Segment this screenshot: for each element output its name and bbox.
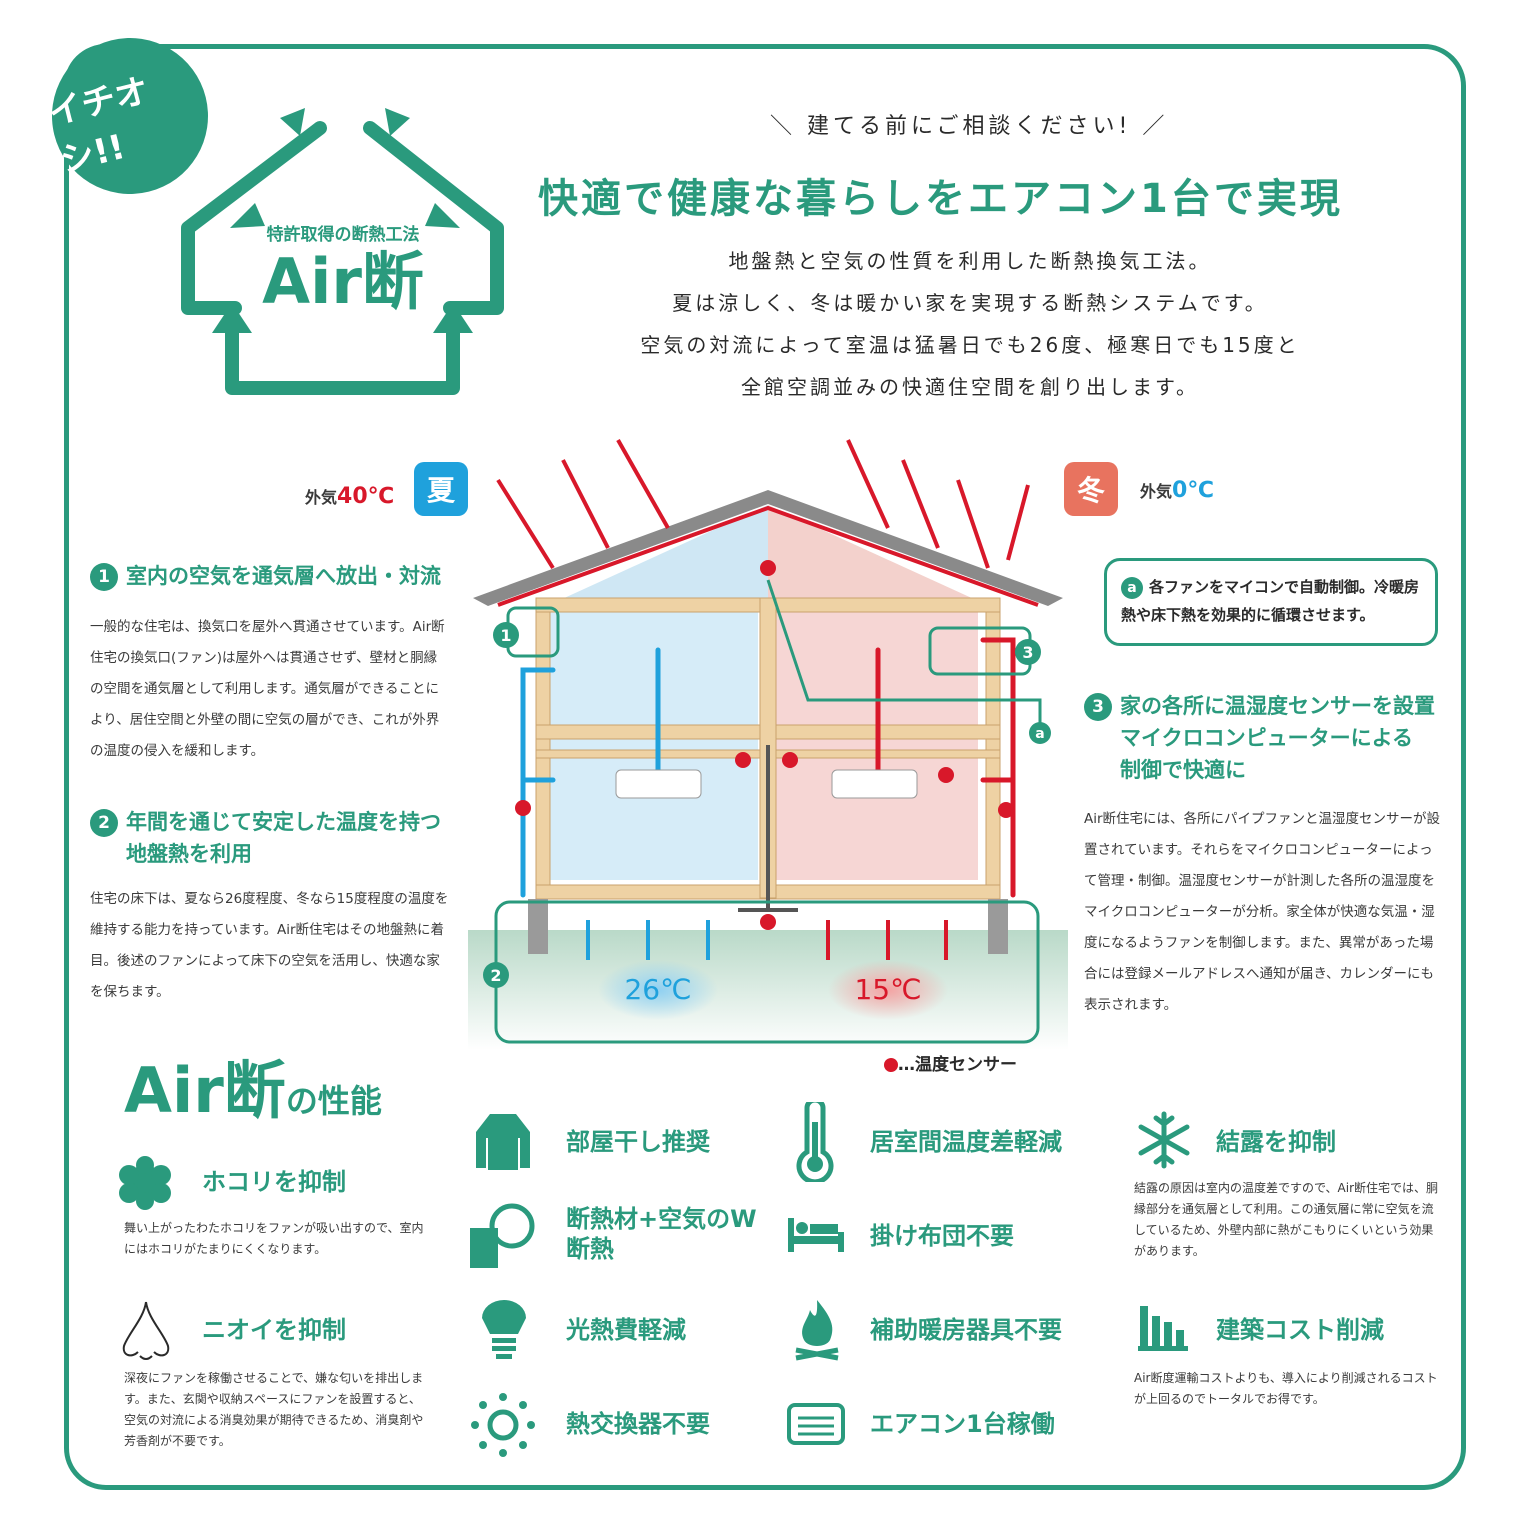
section-3-body: Air断住宅には、各所にパイプファンと温湿度センサーが設置されています。それらを… bbox=[1084, 811, 1441, 1013]
section-1-body: 一般的な住宅は、換気口を屋外へ貫通させています。Air断住宅の換気口(ファン)は… bbox=[90, 619, 445, 759]
bar-chart-icon bbox=[1138, 1306, 1188, 1351]
room-temp-summer: 26℃ bbox=[624, 973, 691, 1006]
winter-badge: 冬 bbox=[1064, 462, 1118, 516]
aircon-winter bbox=[831, 769, 918, 799]
fire-icon bbox=[795, 1300, 839, 1361]
lightbulb-icon bbox=[482, 1300, 526, 1359]
svg-text:2: 2 bbox=[490, 966, 501, 985]
svg-text:a: a bbox=[1035, 726, 1044, 742]
section-2-body: 住宅の床下は、夏なら26度程度、冬なら15度程度の温度を維持する能力を持っていま… bbox=[90, 891, 449, 1000]
headline: 快適で健康な暮らしをエアコン1台で実現 bbox=[538, 176, 1343, 222]
perf-label-dust: ホコリを抑制 bbox=[202, 1168, 346, 1196]
summer-outside-temp: 外気40℃ bbox=[305, 484, 395, 509]
diagram-markers: 1 2 3 a bbox=[483, 622, 1051, 988]
perf-label-insulation: 断熱材+空気のW断熱 bbox=[566, 1205, 757, 1263]
air-dan-logo: 特許取得の断熱工法 Air断 bbox=[181, 108, 504, 395]
perf-label-one-aircon: エアコン1台稼働 bbox=[870, 1410, 1055, 1438]
svg-text:1: 1 bbox=[500, 626, 511, 645]
content-frame bbox=[64, 44, 1466, 1490]
snowflake-icon bbox=[1138, 1111, 1190, 1169]
perf-label-cost: 建築コスト削減 bbox=[1216, 1316, 1384, 1344]
perf-label-heater: 補助暖房器具不要 bbox=[870, 1316, 1062, 1344]
perf-label-drying: 部屋干し推奨 bbox=[566, 1128, 710, 1156]
logo-caption: 特許取得の断熱工法 bbox=[267, 224, 420, 245]
subheading: ＼ 建てる前にご相談ください! ／ bbox=[770, 114, 1169, 139]
perf-note-cost: Air断度運輸コストよりも、導入により削減されるコストが上回るのでトータルでお得… bbox=[1134, 1371, 1438, 1406]
summer-badge: 夏 bbox=[414, 462, 468, 516]
dust-icon bbox=[119, 1156, 171, 1210]
insulation-icon bbox=[470, 1203, 535, 1268]
perf-note-dust: 舞い上がったわたホコリをファンが吸い出すので、室内にはホコリがたまりにくくなりま… bbox=[124, 1221, 424, 1256]
perf-label-temp-diff: 居室間温度差軽減 bbox=[870, 1128, 1062, 1156]
nose-icon bbox=[122, 1301, 170, 1360]
aircon-summer bbox=[615, 769, 702, 799]
perf-note-condensation: 結露の原因は室内の温度差ですので、Air断住宅では、胴縁部分を通気層として利用。… bbox=[1134, 1181, 1438, 1258]
winter-outside-temp: 外気0℃ bbox=[1140, 478, 1214, 503]
perf-label-utility: 光熱費軽減 bbox=[566, 1316, 686, 1344]
sun-icon bbox=[471, 1393, 535, 1457]
perf-label-futon: 掛け布団不要 bbox=[870, 1222, 1014, 1250]
svg-text:3: 3 bbox=[1022, 643, 1033, 662]
thermometer-icon bbox=[796, 1102, 834, 1182]
performance-title: Air断の性能 bbox=[124, 1054, 382, 1127]
house-diagram: 26℃ 15℃ 1 2 3 a bbox=[468, 439, 1068, 1050]
intro-text: 地盤熱と空気の性質を利用した断熱換気工法。 夏は涼しく、冬は暖かい家を実現する断… bbox=[640, 249, 1300, 399]
bed-icon bbox=[788, 1218, 844, 1252]
logo-name: Air断 bbox=[262, 245, 424, 318]
perf-label-smell: ニオイを抑制 bbox=[202, 1316, 346, 1344]
perf-label-condensation: 結露を抑制 bbox=[1216, 1128, 1336, 1156]
shirt-icon bbox=[476, 1114, 530, 1170]
room-temp-winter: 15℃ bbox=[854, 973, 921, 1006]
aircon-icon bbox=[787, 1403, 845, 1445]
perf-note-smell: 深夜にファンを稼働させることで、嫌な匂いを排出します。また、玄関や収納スペースに… bbox=[124, 1371, 424, 1448]
perf-label-exchanger: 熱交換器不要 bbox=[566, 1410, 710, 1438]
sensor-legend: …温度センサー bbox=[884, 1050, 1017, 1075]
